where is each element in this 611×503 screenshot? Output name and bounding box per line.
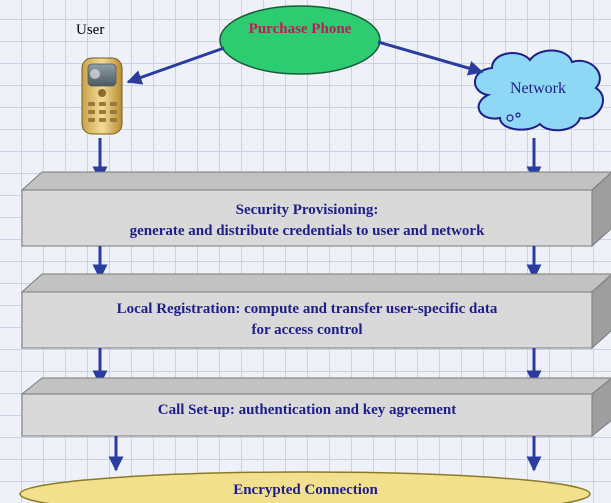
- security-provisioning-box: [20, 171, 611, 248]
- arrow-to-network: [377, 40, 484, 76]
- encrypted-connection-node: [19, 471, 591, 503]
- user-label: User: [76, 22, 105, 38]
- encrypted-connection-label: Encrypted Connection: [233, 482, 378, 498]
- local-registration-line2: for access control: [251, 322, 363, 338]
- call-setup-box: [20, 377, 611, 438]
- local-registration-box: [20, 273, 611, 350]
- network-cloud: [474, 49, 604, 132]
- purchase-phone-node: [219, 5, 381, 75]
- purchase-phone-label: Purchase Phone: [248, 21, 352, 37]
- mobile-phone-icon: [81, 57, 123, 135]
- cloud-dot: [506, 114, 514, 122]
- local-registration-line1: Local Registration: compute and transfer…: [116, 301, 498, 317]
- security-provisioning-title: Security Provisioning:: [235, 202, 379, 218]
- call-setup-label: Call Set-up: authentication and key agre…: [157, 402, 457, 418]
- network-label: Network: [510, 80, 566, 97]
- security-provisioning-subtitle: generate and distribute credentials to u…: [129, 223, 485, 239]
- cloud-dot: [515, 112, 521, 118]
- arrow-to-user: [126, 46, 225, 85]
